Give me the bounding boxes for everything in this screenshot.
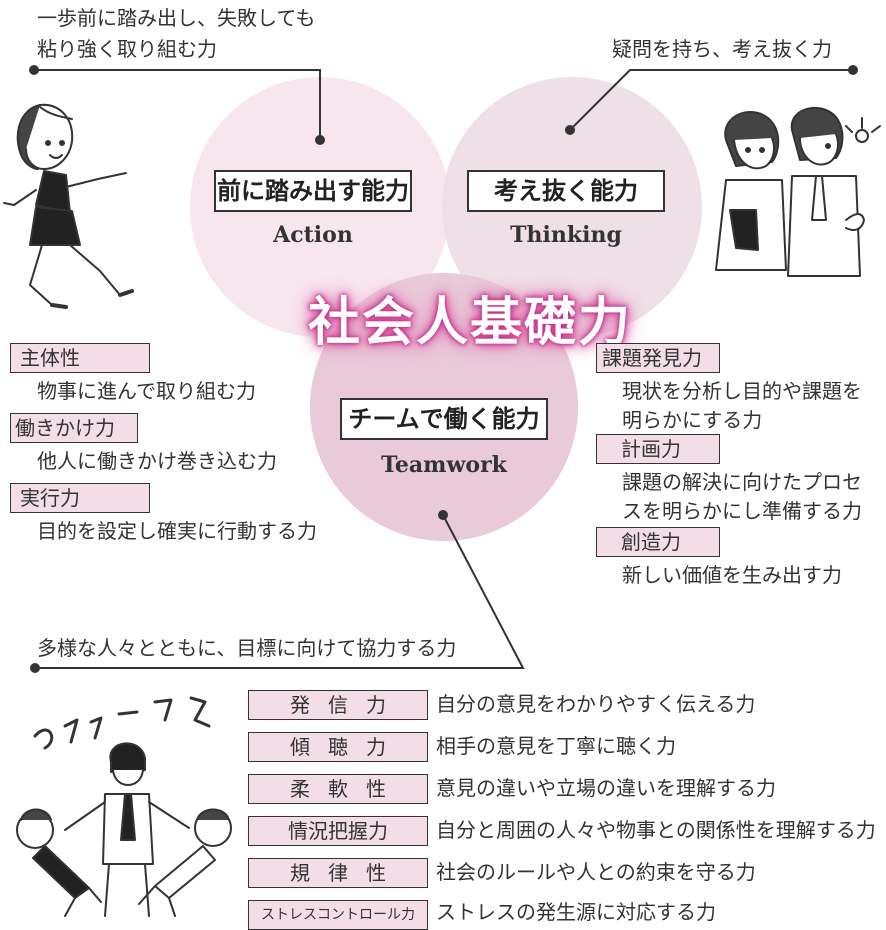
action-desc-2: 他人に働きかけ巻き込む力	[37, 449, 277, 473]
teamwork-illustration	[16, 696, 232, 917]
teamwork-tag-5: 規律性	[248, 858, 428, 888]
action-en-label: Action	[273, 222, 353, 248]
thinking-desc-2a: 課題の解決に向けたプロセ	[622, 470, 862, 494]
teamwork-desc-2: 相手の意見を丁寧に聴く力	[436, 734, 676, 758]
thinking-people-illustration	[715, 106, 881, 277]
thinking-desc-3a: 新しい価値を生み出す力	[622, 563, 842, 587]
thinking-ability-box: 考え抜く能力	[467, 170, 665, 212]
action-ability-box: 前に踏み出す能力	[214, 170, 412, 212]
teamwork-en-label: Teamwork	[381, 452, 507, 478]
teamwork-desc-5: 社会のルールや人との約束を守る力	[436, 860, 756, 884]
teamwork-tag-2: 傾聴力	[248, 732, 428, 762]
teamwork-desc-4: 自分と周囲の人々や物事との関係性を理解する力	[436, 818, 876, 842]
action-caption-line1: 一歩前に踏み出し、失敗しても	[37, 6, 316, 30]
action-caption-line2: 粘り強く取り組む力	[37, 37, 217, 61]
action-desc-3: 目的を設定し確実に行動する力	[37, 519, 317, 543]
thinking-en-label: Thinking	[510, 222, 622, 248]
action-desc-1: 物事に進んで取り組む力	[37, 379, 256, 403]
teamwork-desc-6: ストレスの発生源に対応する力	[436, 900, 716, 924]
action-tag-1: 主体性	[10, 343, 150, 373]
teamwork-tag-4: 情況把握力	[248, 816, 428, 846]
teamwork-desc-1: 自分の意見をわかりやすく伝える力	[436, 692, 756, 716]
teamwork-ability-box: チームで働く能力	[340, 398, 548, 440]
teamwork-tag-3: 柔軟性	[248, 774, 428, 804]
teamwork-tag-1: 発信力	[248, 690, 428, 720]
thinking-tag-3: 創造力	[596, 527, 720, 557]
main-title: 社会人基礎力	[308, 293, 633, 353]
thinking-tag-1: 課題発見力	[596, 343, 720, 373]
teamwork-caption: 多様な人々とともに、目標に向けて協力する力	[37, 636, 457, 660]
thinking-tag-2: 計画力	[596, 434, 720, 464]
action-tag-3: 実行力	[10, 483, 150, 513]
thinking-desc-1a: 現状を分析し目的や課題を	[622, 379, 862, 403]
action-tag-2: 働きかけ力	[10, 413, 138, 443]
thinking-caption: 疑問を持ち、考え抜く力	[612, 37, 832, 61]
running-woman-illustration	[3, 103, 134, 309]
thinking-desc-2b: スを明らかにし準備する力	[622, 499, 862, 523]
thinking-desc-1b: 明らかにする力	[622, 408, 763, 432]
teamwork-desc-3: 意見の違いや立場の違いを理解する力	[436, 776, 776, 800]
teamwork-tag-6: ストレスコントロール力	[248, 900, 428, 930]
